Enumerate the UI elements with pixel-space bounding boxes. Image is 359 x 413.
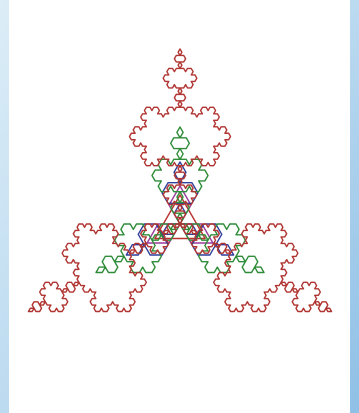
koch-snowflake-illustration [0, 0, 359, 413]
